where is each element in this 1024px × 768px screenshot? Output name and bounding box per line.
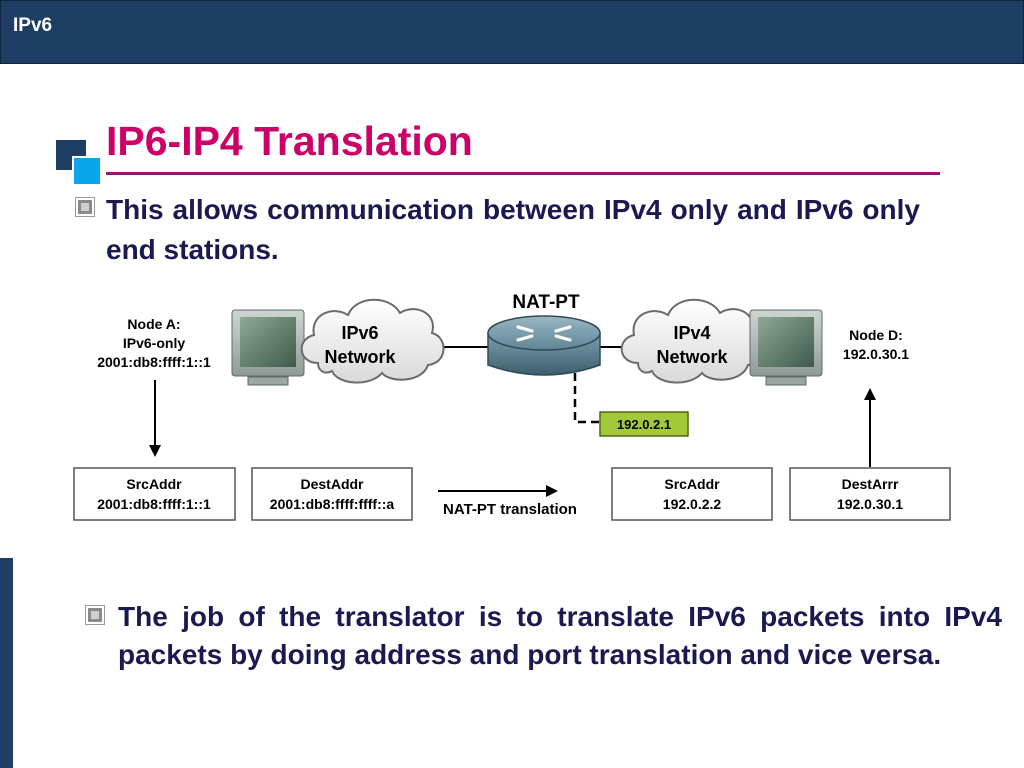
node-d-computer-icon	[749, 309, 823, 386]
node-a-label-1: Node A:	[127, 316, 180, 332]
header-bar: IPv6	[0, 0, 1024, 64]
node-d-label-2: 192.0.30.1	[843, 346, 909, 362]
address-box	[251, 467, 413, 521]
left-accent-strip	[0, 558, 13, 768]
translation-label: NAT-PT translation	[443, 501, 577, 518]
nat-pool-label: 192.0.2.1	[617, 417, 671, 432]
ipv6-cloud-icon	[300, 298, 445, 384]
bullet-text-1: This allows communication between IPv4 o…	[106, 194, 920, 265]
address-box-value: 2001:db8:ffff:ffff::a	[270, 496, 395, 512]
node-d-label-1: Node D:	[849, 327, 903, 343]
address-box-value: 2001:db8:ffff:1::1	[97, 496, 211, 512]
nat-pool-dashed-line	[573, 360, 600, 424]
address-box-title: DestArrr	[842, 476, 899, 492]
node-a-label-2: IPv6-only	[123, 335, 185, 351]
address-box-value: 192.0.30.1	[837, 496, 903, 512]
ipv6-cloud-label-2: Network	[324, 347, 396, 367]
title-decoration-icon	[56, 140, 102, 186]
address-box-title: DestAddr	[300, 476, 364, 492]
bullet-icon	[76, 198, 94, 216]
right-arrow-icon	[438, 485, 558, 497]
bullet-text-2: The job of the translator is to translat…	[118, 601, 1002, 670]
nat-pool-box	[599, 411, 689, 437]
address-box-value: 192.0.2.2	[663, 496, 722, 512]
ipv4-cloud-label-2: Network	[656, 347, 728, 367]
address-box	[789, 467, 951, 521]
node-a-computer-icon	[231, 309, 305, 386]
ipv4-cloud-label-1: IPv4	[673, 323, 710, 343]
nat-pt-diagram: IPv6 Network NAT-PT IPv4 Network 192.0.2…	[73, 292, 951, 521]
address-box	[611, 467, 773, 521]
title-underline	[106, 172, 940, 175]
ipv6-cloud-label-1: IPv6	[341, 323, 378, 343]
address-box-title: SrcAddr	[126, 476, 182, 492]
node-a-label-3: 2001:db8:ffff:1::1	[97, 354, 211, 370]
nat-pt-router-icon	[487, 315, 601, 376]
up-arrow-icon	[864, 388, 876, 467]
header-title: IPv6	[13, 15, 53, 36]
address-box-title: SrcAddr	[664, 476, 720, 492]
down-arrow-icon	[149, 380, 161, 457]
bullet-icon	[86, 606, 104, 624]
address-box	[73, 467, 236, 521]
slide-title: IP6-IP4 Translation	[106, 118, 473, 164]
router-label: NAT-PT	[512, 292, 580, 313]
